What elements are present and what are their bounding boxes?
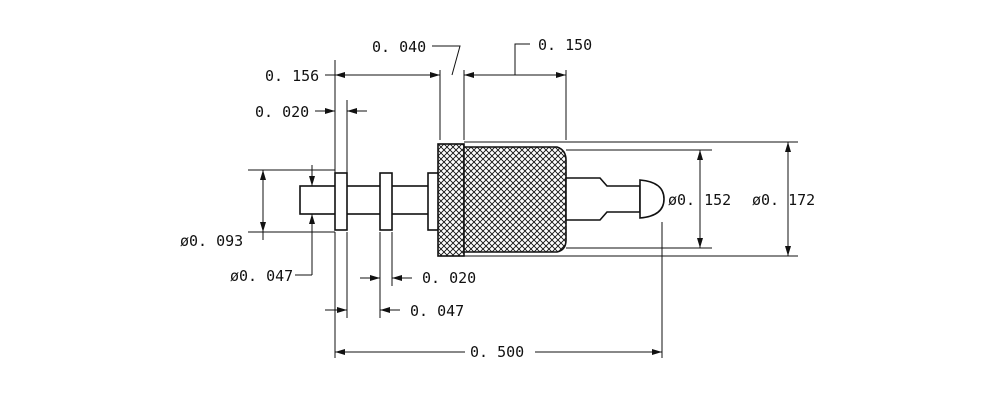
- dim-0020-bottom: 0. 020: [422, 269, 476, 287]
- dim-0047: 0. 047: [410, 302, 464, 320]
- flange-1: [334, 172, 348, 231]
- left-shaft: [299, 185, 441, 215]
- dim-dia-0093: ø0. 093: [180, 232, 243, 250]
- pin-part: [299, 143, 665, 257]
- tip-shaft: [565, 177, 641, 221]
- dim-dia-0172: ø0. 172: [752, 191, 815, 209]
- dim-0150: 0. 150: [538, 36, 592, 54]
- dim-0040: 0. 040: [372, 38, 426, 56]
- flange-2: [379, 172, 393, 231]
- dim-0020-top: 0. 020: [255, 103, 309, 121]
- dimension-lines: [248, 43, 798, 358]
- dim-0500: 0. 500: [470, 343, 524, 361]
- dim-0156: 0. 156: [265, 67, 319, 85]
- knurled-section: [463, 146, 567, 253]
- dim-dia-0047: ø0. 047: [230, 267, 293, 285]
- tip-dome: [639, 179, 665, 219]
- dim-dia-0152: ø0. 152: [668, 191, 731, 209]
- knurled-body: [437, 143, 465, 257]
